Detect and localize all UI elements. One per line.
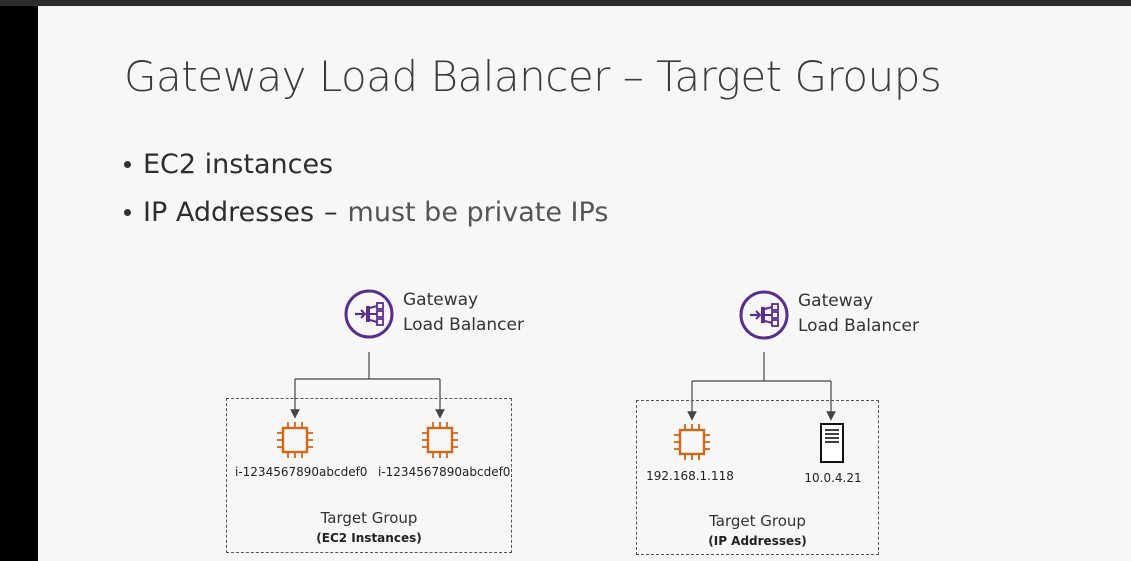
target-group-box xyxy=(226,398,512,553)
target-label: i-1234567890abcdef0 xyxy=(378,465,511,479)
ec2-instance-icon xyxy=(674,424,710,460)
server-icon xyxy=(820,423,844,463)
bullet-dash: – xyxy=(324,196,338,228)
bullet-dot-icon xyxy=(124,160,131,168)
load-balancer-label: Gateway Load Balancer xyxy=(403,288,524,338)
slide: Gateway Load Balancer – Target Groups EC… xyxy=(38,6,1131,561)
ec2-instance-icon xyxy=(277,422,313,458)
target-group-subtitle: (EC2 Instances) xyxy=(316,531,422,545)
target-group-box xyxy=(636,400,879,555)
load-balancer-label-line1: Gateway xyxy=(403,290,479,310)
target-label: 10.0.4.21 xyxy=(804,471,862,485)
bullet-dot-icon xyxy=(124,208,131,216)
bullet-text: EC2 instances xyxy=(143,148,334,180)
gateway-load-balancer-icon xyxy=(344,289,394,339)
target-label: 192.168.1.118 xyxy=(646,469,734,483)
load-balancer-label-line2: Load Balancer xyxy=(403,315,524,335)
load-balancer-label-line2: Load Balancer xyxy=(798,316,919,336)
bullet-list: EC2 instances IP Addresses – must be pri… xyxy=(124,140,608,236)
slide-title: Gateway Load Balancer – Target Groups xyxy=(124,52,942,101)
gateway-load-balancer-icon xyxy=(739,290,789,340)
bullet-item: IP Addresses – must be private IPs xyxy=(124,188,608,236)
video-top-bar xyxy=(0,0,1131,6)
target-group-subtitle: (IP Addresses) xyxy=(708,534,807,548)
target-group-title: Target Group xyxy=(709,512,806,530)
diagram-connectors xyxy=(290,352,836,421)
bullet-item: EC2 instances xyxy=(124,140,608,188)
bullet-aux-text: must be private IPs xyxy=(347,196,609,228)
bullet-text: IP Addresses xyxy=(143,196,315,228)
load-balancer-label-line1: Gateway xyxy=(798,291,874,311)
target-group-title: Target Group xyxy=(320,509,418,527)
ec2-instance-icon xyxy=(422,422,458,458)
load-balancer-label: Gateway Load Balancer xyxy=(798,289,919,339)
target-label: i-1234567890abcdef0 xyxy=(235,465,368,479)
